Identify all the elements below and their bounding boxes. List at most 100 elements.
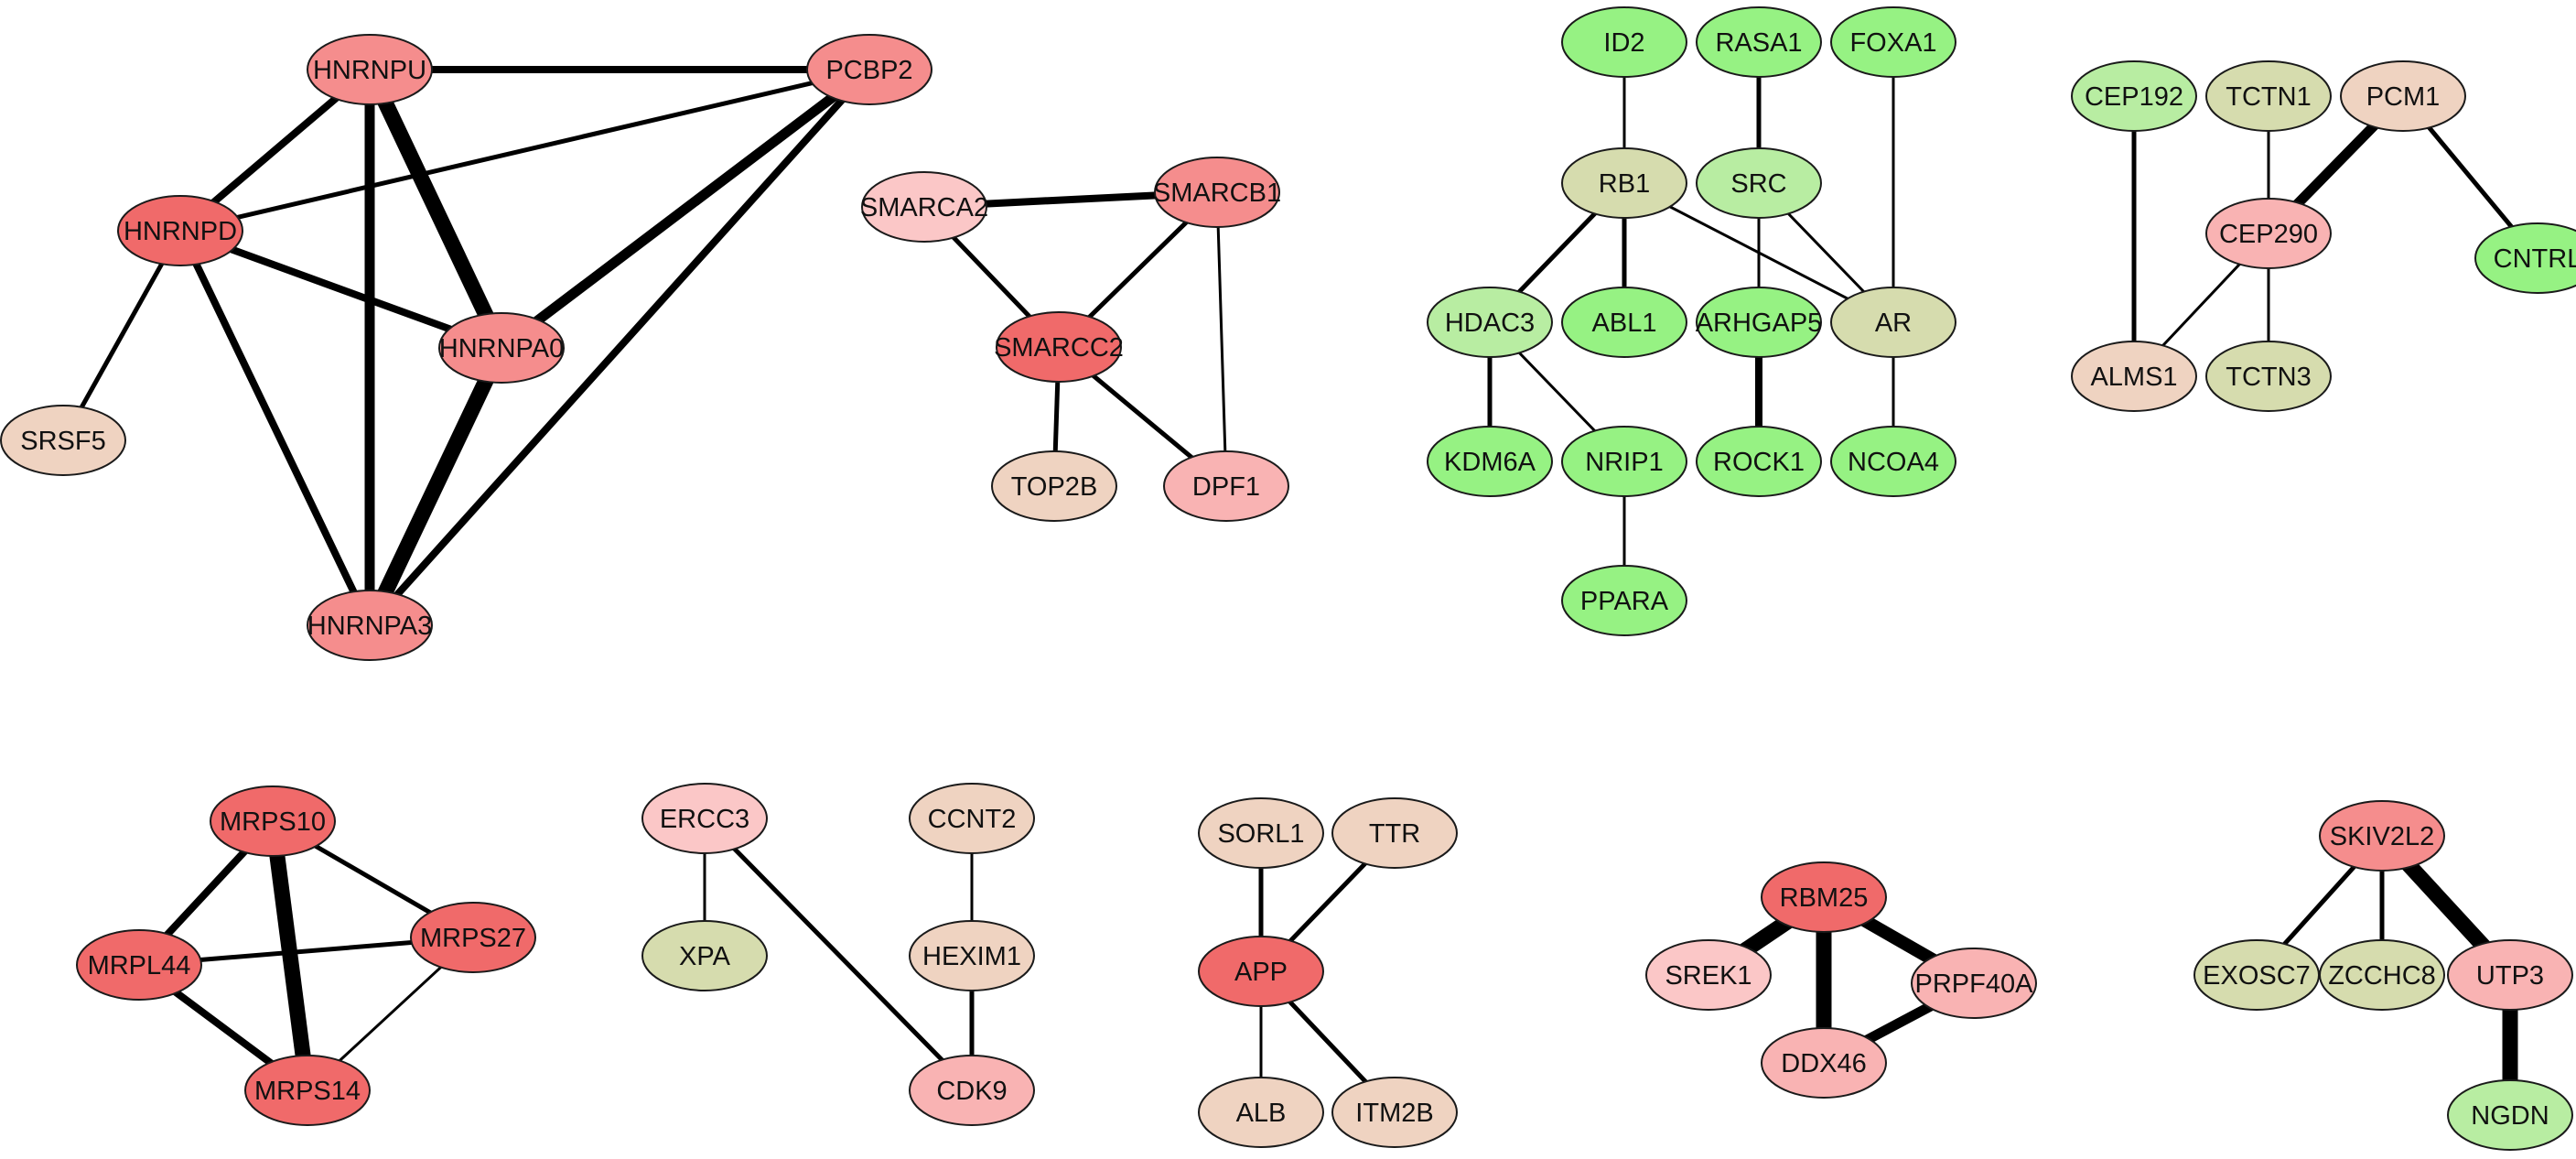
node-hnrnpd[interactable]: HNRNPD (117, 195, 243, 266)
node-ercc3[interactable]: ERCC3 (641, 783, 768, 854)
node-shape[interactable] (307, 34, 433, 105)
node-shape[interactable] (806, 34, 932, 105)
node-shape[interactable] (2071, 60, 2197, 132)
node-top2b[interactable]: TOP2B (991, 450, 1117, 522)
node-shape[interactable] (2340, 60, 2466, 132)
node-shape[interactable] (641, 920, 768, 991)
node-shape[interactable] (641, 783, 768, 854)
node-shape[interactable] (1561, 426, 1687, 497)
node-arhgap5[interactable]: ARHGAP5 (1696, 287, 1823, 358)
node-cep192[interactable]: CEP192 (2071, 60, 2197, 132)
node-hnrnpu[interactable]: HNRNPU (307, 34, 433, 105)
node-foxa1[interactable]: FOXA1 (1830, 6, 1956, 78)
node-shape[interactable] (996, 311, 1122, 383)
node-shape[interactable] (2447, 939, 2573, 1011)
node-shape[interactable] (2071, 341, 2197, 412)
node-mrps10[interactable]: MRPS10 (210, 785, 336, 857)
node-dpf1[interactable]: DPF1 (1163, 450, 1289, 522)
node-smarcc2[interactable]: SMARCC2 (994, 311, 1124, 383)
node-shape[interactable] (76, 929, 202, 1001)
node-mrps27[interactable]: MRPS27 (410, 902, 536, 973)
node-shape[interactable] (1696, 147, 1822, 219)
node-ngdn[interactable]: NGDN (2447, 1079, 2573, 1151)
node-shape[interactable] (2447, 1079, 2573, 1151)
node-utp3[interactable]: UTP3 (2447, 939, 2573, 1011)
node-shape[interactable] (1427, 426, 1553, 497)
node-nrip1[interactable]: NRIP1 (1561, 426, 1687, 497)
node-shape[interactable] (1830, 6, 1956, 78)
node-shape[interactable] (909, 1055, 1035, 1126)
node-abl1[interactable]: ABL1 (1561, 287, 1687, 358)
node-zcchc8[interactable]: ZCCHC8 (2319, 939, 2445, 1011)
node-shape[interactable] (909, 920, 1035, 991)
node-sorl1[interactable]: SORL1 (1198, 797, 1324, 869)
node-shape[interactable] (0, 405, 126, 476)
node-hexim1[interactable]: HEXIM1 (909, 920, 1035, 991)
node-src[interactable]: SRC (1696, 147, 1822, 219)
node-hdac3[interactable]: HDAC3 (1427, 287, 1553, 358)
node-shape[interactable] (1561, 565, 1687, 636)
node-shape[interactable] (1331, 1077, 1458, 1148)
node-cdk9[interactable]: CDK9 (909, 1055, 1035, 1126)
node-shape[interactable] (1830, 287, 1956, 358)
node-cep290[interactable]: CEP290 (2205, 198, 2332, 269)
node-shape[interactable] (1154, 157, 1280, 228)
node-hnrnpa3[interactable]: HNRNPA3 (307, 590, 433, 661)
node-shape[interactable] (2319, 800, 2445, 872)
node-shape[interactable] (909, 783, 1035, 854)
node-srsf5[interactable]: SRSF5 (0, 405, 126, 476)
node-mrps14[interactable]: MRPS14 (244, 1055, 371, 1126)
node-ddx46[interactable]: DDX46 (1761, 1027, 1887, 1099)
node-shape[interactable] (1911, 948, 2037, 1019)
node-rbm25[interactable]: RBM25 (1761, 861, 1887, 933)
node-kdm6a[interactable]: KDM6A (1427, 426, 1553, 497)
node-pcm1[interactable]: PCM1 (2340, 60, 2466, 132)
node-prpf40a[interactable]: PRPF40A (1911, 948, 2037, 1019)
node-shape[interactable] (1645, 939, 1772, 1011)
node-ar[interactable]: AR (1830, 287, 1956, 358)
node-hnrnpa0[interactable]: HNRNPA0 (438, 312, 565, 384)
node-shape[interactable] (307, 590, 433, 661)
node-shape[interactable] (861, 171, 987, 243)
node-shape[interactable] (1696, 287, 1822, 358)
node-smarcb1[interactable]: SMARCB1 (1153, 157, 1281, 228)
node-shape[interactable] (244, 1055, 371, 1126)
node-shape[interactable] (1761, 861, 1887, 933)
node-itm2b[interactable]: ITM2B (1331, 1077, 1458, 1148)
node-alb[interactable]: ALB (1198, 1077, 1324, 1148)
node-rasa1[interactable]: RASA1 (1696, 6, 1822, 78)
node-smarca2[interactable]: SMARCA2 (860, 171, 988, 243)
node-xpa[interactable]: XPA (641, 920, 768, 991)
node-pcbp2[interactable]: PCBP2 (806, 34, 932, 105)
node-ccnt2[interactable]: CCNT2 (909, 783, 1035, 854)
node-ttr[interactable]: TTR (1331, 797, 1458, 869)
node-tctn1[interactable]: TCTN1 (2205, 60, 2332, 132)
node-shape[interactable] (1198, 936, 1324, 1007)
node-shape[interactable] (438, 312, 565, 384)
node-shape[interactable] (1331, 797, 1458, 869)
node-mrpl44[interactable]: MRPL44 (76, 929, 202, 1001)
node-shape[interactable] (1761, 1027, 1887, 1099)
node-shape[interactable] (1696, 426, 1822, 497)
node-rb1[interactable]: RB1 (1561, 147, 1687, 219)
node-rock1[interactable]: ROCK1 (1696, 426, 1822, 497)
node-exosc7[interactable]: EXOSC7 (2193, 939, 2320, 1011)
node-srek1[interactable]: SREK1 (1645, 939, 1772, 1011)
node-shape[interactable] (2205, 198, 2332, 269)
node-ncoa4[interactable]: NCOA4 (1830, 426, 1956, 497)
node-shape[interactable] (2205, 60, 2332, 132)
node-shape[interactable] (1696, 6, 1822, 78)
node-shape[interactable] (1561, 287, 1687, 358)
node-shape[interactable] (2205, 341, 2332, 412)
node-shape[interactable] (1198, 1077, 1324, 1148)
node-ppara[interactable]: PPARA (1561, 565, 1687, 636)
node-shape[interactable] (1561, 6, 1687, 78)
node-shape[interactable] (991, 450, 1117, 522)
node-shape[interactable] (2319, 939, 2445, 1011)
node-shape[interactable] (117, 195, 243, 266)
node-shape[interactable] (1198, 797, 1324, 869)
node-shape[interactable] (2474, 222, 2576, 294)
node-app[interactable]: APP (1198, 936, 1324, 1007)
node-shape[interactable] (1561, 147, 1687, 219)
node-tctn3[interactable]: TCTN3 (2205, 341, 2332, 412)
